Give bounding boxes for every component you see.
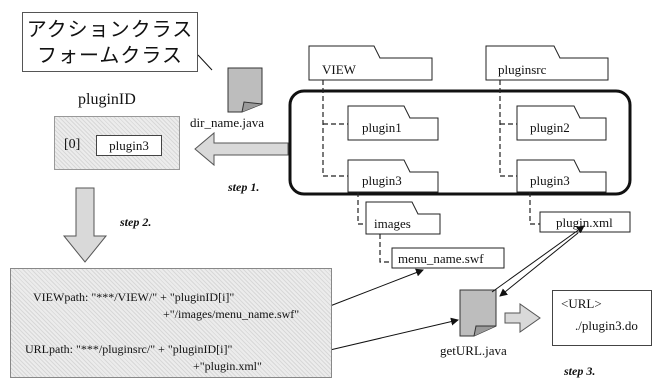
code-line-3: URLpath: "***/pluginsrc/" + "pluginID[i]… bbox=[25, 342, 233, 356]
folder-images-shape bbox=[365, 201, 441, 235]
dir-file-icon bbox=[227, 67, 263, 113]
url-box-line-2: ./plugin3.do bbox=[575, 318, 638, 333]
plugin-xml-box bbox=[539, 211, 631, 233]
folder-plugin3-src-shape bbox=[516, 159, 607, 193]
title-box: アクションクラス フォームクラス bbox=[22, 12, 198, 72]
folder-images: images bbox=[374, 216, 411, 231]
dir-file-label: dir_name.java bbox=[190, 115, 264, 130]
folder-plugin3-view-shape bbox=[347, 159, 439, 193]
plugin-id-value: plugin3 bbox=[96, 135, 162, 156]
plugin-id-index: [0] bbox=[64, 137, 81, 152]
folder-view-shape bbox=[308, 45, 433, 81]
step3-arrow bbox=[504, 303, 541, 333]
folder-pluginsrc: pluginsrc bbox=[498, 62, 547, 77]
folder-plugin2: plugin2 bbox=[530, 120, 570, 135]
folder-plugin3-view: plugin3 bbox=[362, 173, 402, 188]
step3-label: step 3. bbox=[564, 364, 596, 378]
title-line-2: フォームクラス bbox=[37, 43, 183, 67]
step2-arrow bbox=[62, 187, 108, 263]
step1-arrow bbox=[194, 131, 289, 167]
plugin-selection-frame bbox=[288, 89, 632, 196]
code-box: VIEWpath: "***/VIEW/" + "pluginID[i]" +"… bbox=[10, 268, 332, 378]
folder-plugin1: plugin1 bbox=[362, 120, 402, 135]
title-line-1: アクションクラス bbox=[26, 17, 194, 41]
menu-file-box bbox=[391, 247, 505, 269]
step1-label: step 1. bbox=[228, 180, 260, 194]
folder-plugin2-shape bbox=[516, 105, 607, 141]
plugin-xml-label: plugin.xml bbox=[556, 215, 613, 230]
code-line-2: +"/images/menu_name.swf" bbox=[163, 307, 300, 321]
folder-view: VIEW bbox=[322, 62, 356, 77]
plugin-id-label: pluginID bbox=[78, 91, 136, 108]
code-line-4: +"plugin.xml" bbox=[193, 359, 262, 373]
step2-label: step 2. bbox=[120, 215, 152, 229]
folder-pluginsrc-shape bbox=[485, 45, 609, 81]
url-box: <URL> ./plugin3.do bbox=[552, 290, 652, 346]
geturl-file-label: getURL.java bbox=[440, 343, 507, 358]
code-line-1: VIEWpath: "***/VIEW/" + "pluginID[i]" bbox=[33, 290, 235, 304]
folder-plugin1-shape bbox=[347, 105, 439, 141]
folder-plugin3-src: plugin3 bbox=[530, 173, 570, 188]
url-box-line-1: <URL> bbox=[561, 296, 602, 311]
geturl-file-icon bbox=[459, 289, 497, 337]
menu-file-label: menu_name.swf bbox=[398, 251, 484, 266]
title-connector bbox=[197, 54, 213, 71]
